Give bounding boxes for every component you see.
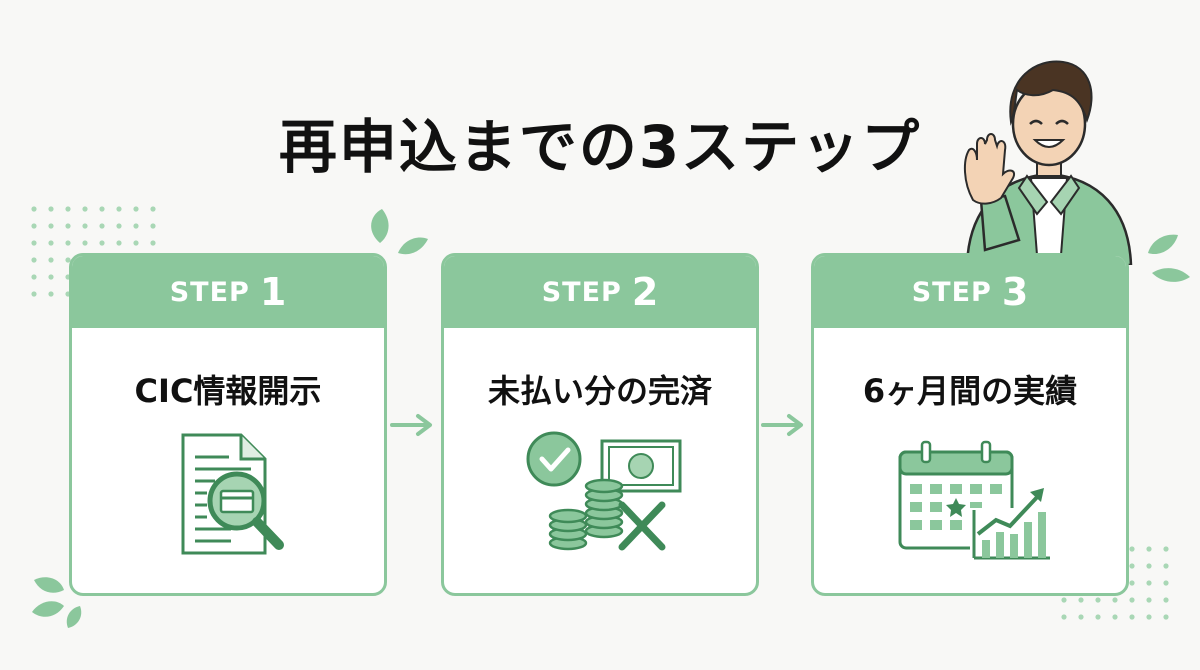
leaf-decoration-bottom-left [32, 577, 82, 628]
leaf-decoration-top-left [371, 209, 428, 255]
step-number: 3 [1001, 270, 1029, 314]
step-label: STEP [911, 276, 992, 308]
step-label: STEP [541, 276, 622, 308]
step-number: 2 [631, 270, 659, 314]
leaf-decoration-right [1148, 234, 1190, 282]
arrow-right-icon [390, 414, 432, 436]
step-card-header: STEP 1 [72, 256, 384, 328]
step-card-2: STEP 2 未払い分の完済 [441, 253, 759, 596]
arrow-right-icon [761, 414, 803, 436]
page-title: 再申込までの3ステップ [278, 113, 922, 181]
step-card-header: STEP 3 [814, 256, 1126, 328]
step-description: CIC情報開示 [134, 372, 322, 410]
document-search-icon [181, 433, 284, 555]
step-card-header: STEP 2 [444, 256, 756, 328]
step-number: 1 [259, 270, 287, 314]
step-label: STEP [169, 276, 250, 308]
payment-complete-icon [526, 431, 682, 551]
step-description: 未払い分の完済 [487, 372, 712, 410]
waving-man-illustration [963, 60, 1133, 265]
step-description: 6ヶ月間の実績 [862, 372, 1078, 410]
step-card-1: STEP 1 CIC情報開示 [69, 253, 387, 596]
step-card-3: STEP 3 6ヶ月間の実績 [811, 253, 1129, 596]
calendar-growth-icon [898, 440, 1050, 562]
